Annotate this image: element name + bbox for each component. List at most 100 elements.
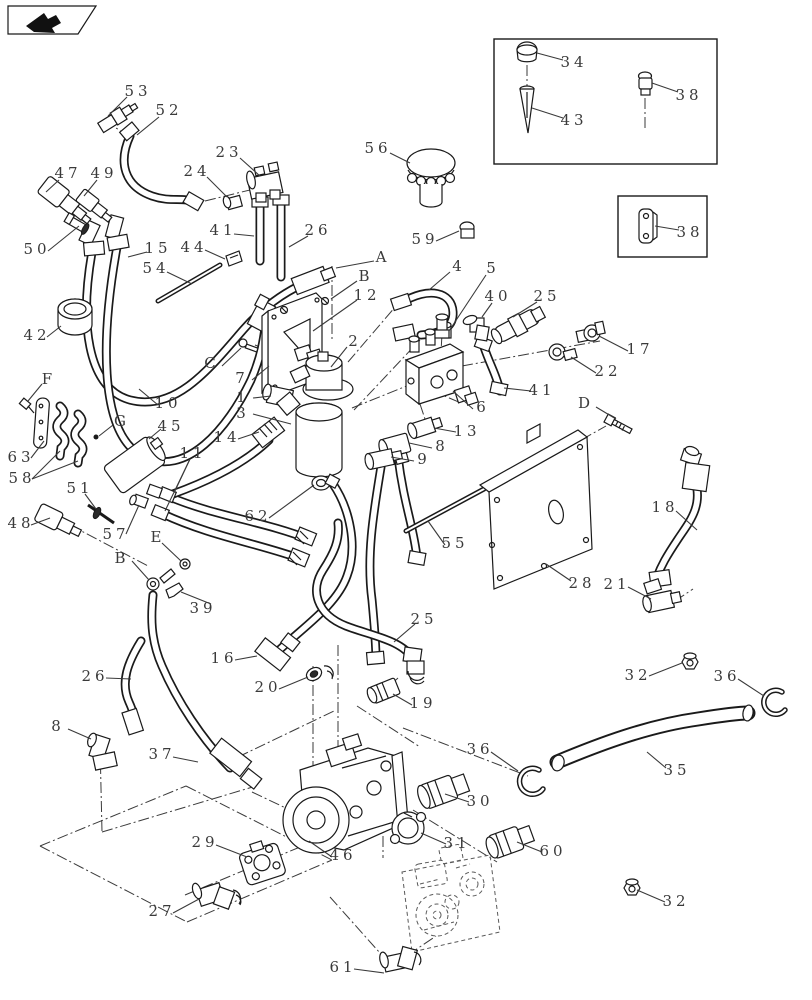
nut-32b <box>623 878 641 896</box>
callout-leader-4 <box>428 271 451 291</box>
collar-ring-42 <box>57 298 93 336</box>
callout-27: 27 <box>148 902 175 920</box>
callout-leader-6 <box>452 390 474 410</box>
callout-63: 63 <box>7 448 34 466</box>
pin-51 <box>87 503 115 525</box>
callout-leader-62 <box>268 484 315 519</box>
callout-leader-41 <box>233 233 255 237</box>
callout-leader-25 <box>393 623 416 643</box>
banjo-fitting-23 <box>246 161 284 203</box>
callout-61: 61 <box>329 958 356 976</box>
callout-32: 32 <box>624 666 651 684</box>
plug-38a <box>637 71 653 96</box>
callout-leader-3 <box>252 413 292 425</box>
fitting-30 <box>417 773 471 809</box>
callout-leader-21 <box>627 586 652 600</box>
callout-leader-36 <box>737 678 765 697</box>
callout-leader-7 <box>251 365 270 381</box>
callout-leader-41 <box>503 387 532 392</box>
callout-leader-37 <box>172 756 199 763</box>
callout-48: 48 <box>7 514 34 532</box>
valve-block-6 <box>404 321 480 407</box>
cone-43 <box>519 85 535 134</box>
hose-ferrules <box>78 121 754 790</box>
callout-6: 6 <box>476 398 490 416</box>
strip-plate-63 <box>33 397 50 449</box>
callout-leader-53 <box>107 96 128 117</box>
callout-F: F <box>42 370 56 388</box>
callout-58: 58 <box>8 469 35 487</box>
callout-25: 25 <box>533 287 560 305</box>
flange-29 <box>238 840 286 886</box>
callout-leader-9 <box>390 456 415 462</box>
callout-leader-39 <box>180 591 212 605</box>
callout-leader-57 <box>125 504 140 535</box>
bolt-d <box>603 413 633 435</box>
callout-55: 55 <box>441 534 468 552</box>
callout-leader-51 <box>84 493 97 510</box>
plug-13 <box>407 416 444 440</box>
callout-leader-46 <box>308 840 333 858</box>
coupler-48 <box>34 503 83 538</box>
callout-57: 57 <box>102 525 129 543</box>
callout-45: 45 <box>157 417 184 435</box>
callout-36: 36 <box>466 740 493 758</box>
clamp-36a <box>764 690 785 714</box>
callout-leader-B <box>330 280 358 300</box>
callout-62: 62 <box>244 507 271 525</box>
callout-leader-58 <box>31 450 61 480</box>
callout-leader-25 <box>512 301 538 318</box>
callout-3: 3 <box>236 404 250 422</box>
callout-30: 30 <box>466 792 493 810</box>
callout-21: 21 <box>603 575 630 593</box>
callout-leader-17 <box>598 335 629 352</box>
callout-leader-63 <box>30 440 45 459</box>
coupler-47 <box>37 176 92 225</box>
clips-39 <box>159 568 184 599</box>
fitting-5 <box>434 313 450 339</box>
bolt-b2 <box>320 296 330 306</box>
callout-D: D <box>578 394 594 412</box>
callout-41: 41 <box>209 221 236 239</box>
callout-11: 11 <box>179 444 206 462</box>
callout-leader-22 <box>570 356 597 374</box>
callout-leader-B <box>131 560 150 581</box>
nut-32a <box>681 652 699 670</box>
callout-39: 39 <box>189 599 216 617</box>
barbed-fitting-53 <box>96 102 139 134</box>
callout-leader-44 <box>204 249 226 260</box>
callout-leader-48 <box>30 517 51 526</box>
callout-60: 60 <box>539 842 566 860</box>
cover-plate-28 <box>478 422 593 590</box>
callout-leader-42 <box>46 325 62 338</box>
callout-leader-52 <box>136 116 160 136</box>
callout-leader-14 <box>237 431 260 440</box>
callout-22: 22 <box>594 362 621 380</box>
callout-8: 8 <box>435 437 449 455</box>
callout-leader-45 <box>148 428 162 440</box>
fitting-60 <box>485 824 536 859</box>
callout-5: 5 <box>486 259 500 277</box>
callout-46: 46 <box>329 846 356 864</box>
bolt-b1 <box>279 305 289 315</box>
callout-12: 12 <box>353 286 380 304</box>
callout-A: A <box>375 248 391 266</box>
callout-leader-40 <box>481 302 493 318</box>
callout-52: 52 <box>155 101 182 119</box>
elbow-40 <box>462 314 490 342</box>
callout-leader-54 <box>166 271 193 285</box>
bolt-f <box>18 397 35 414</box>
callout-leader-23 <box>239 157 261 177</box>
round-fitting-62 <box>311 473 341 491</box>
callout-leader-27 <box>172 898 200 914</box>
callout-leader-8 <box>67 728 92 740</box>
callout-leader-16 <box>234 655 258 661</box>
callout-leader-15 <box>127 251 148 258</box>
callout-2: 2 <box>348 332 362 350</box>
inline-fitting-19 <box>366 677 401 704</box>
elbow-61 <box>379 945 422 973</box>
callout-leader-38 <box>651 82 679 93</box>
callout-1: 1 <box>236 388 250 406</box>
callout-49: 49 <box>90 164 117 182</box>
